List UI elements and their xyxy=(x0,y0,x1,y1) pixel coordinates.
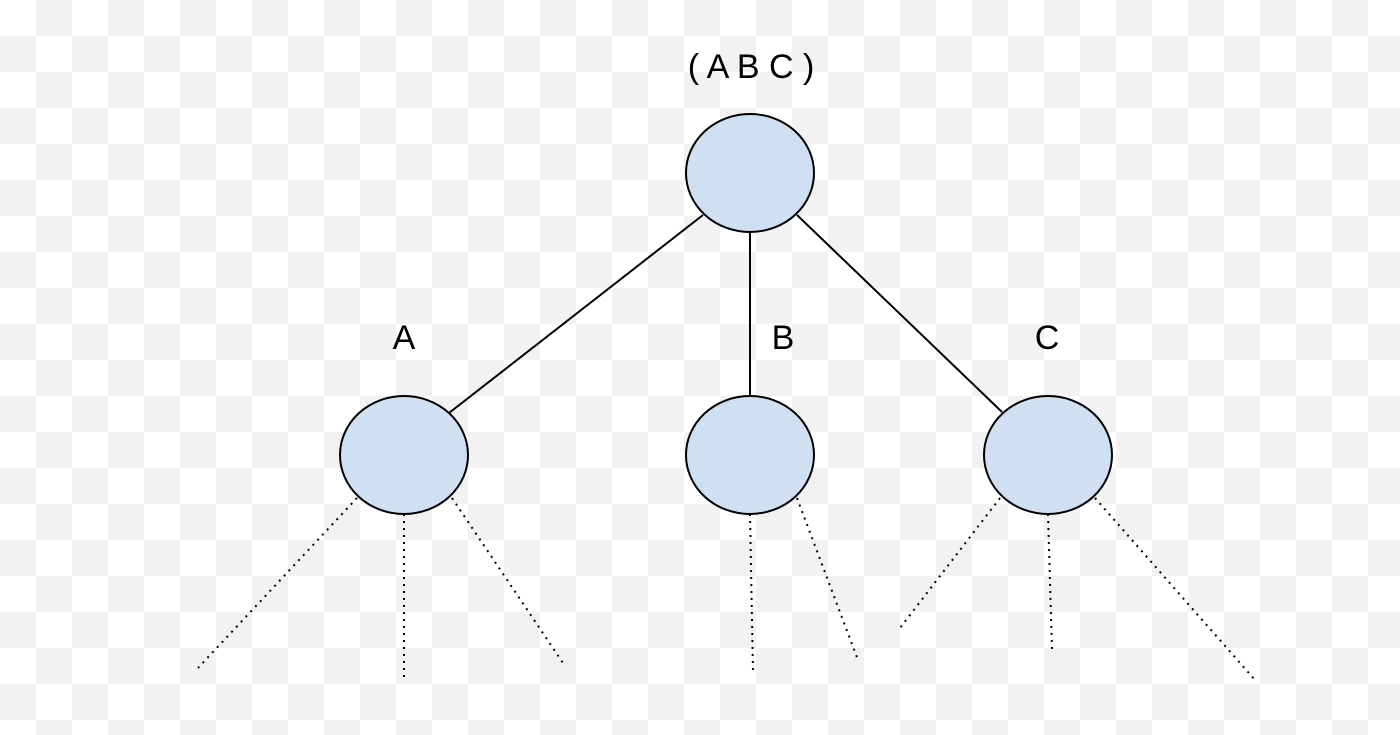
node-b-label: B xyxy=(772,319,795,357)
node-a xyxy=(339,395,469,515)
root-node-label: ( A B C ) xyxy=(688,48,815,86)
root-node xyxy=(685,113,815,233)
dotted-edge-a-left xyxy=(197,497,358,669)
dotted-edge-c-left xyxy=(899,497,1001,629)
node-a-label: A xyxy=(393,319,416,357)
edge-root-a xyxy=(448,214,704,414)
dotted-edge-b-middle xyxy=(749,513,754,673)
dotted-edge-b-right xyxy=(796,497,859,661)
node-c-label: C xyxy=(1035,319,1060,357)
dotted-edge-c-middle xyxy=(1047,513,1053,651)
node-c xyxy=(983,395,1113,515)
dotted-edge-c-right xyxy=(1094,497,1256,681)
node-b xyxy=(685,395,815,515)
edge-root-c xyxy=(796,214,1003,413)
dotted-edge-a-right xyxy=(451,497,566,667)
